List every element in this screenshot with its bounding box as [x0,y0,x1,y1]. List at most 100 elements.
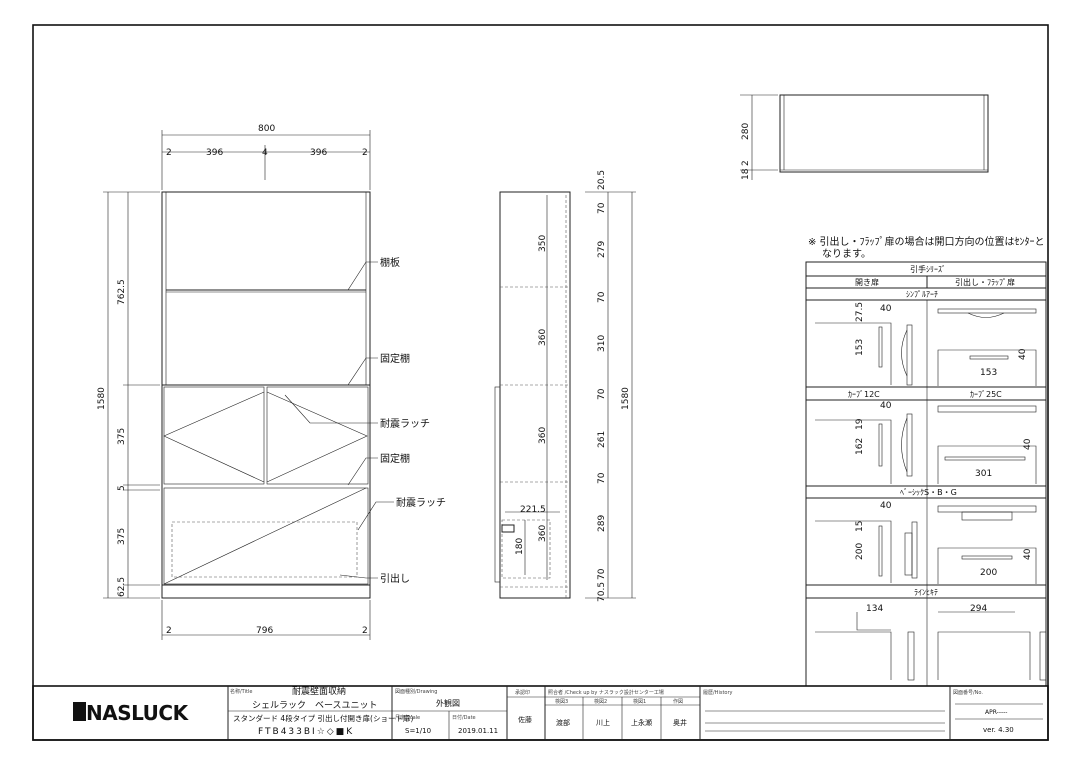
col-drawer-flap: 引出し・ﾌﾗｯﾌﾟ扉 [955,277,1015,287]
side-right-dims: 20.5 70 279 70 310 70 261 70 289 70 70.5 [597,170,607,602]
dim-door: 375 [117,428,127,445]
checker-role: 検図2 [594,698,607,705]
dim-top: 396 [310,148,327,158]
dim-overall-width: 800 [258,124,275,134]
dim: 70 [597,472,607,484]
dim-b: 18 [741,168,751,180]
dim-bottom: 796 [256,626,273,636]
checker-name: 渡部 [556,718,570,727]
check-label: 照合者 /Check up by ナスラック設計センター工場 [548,689,664,696]
dim-drawer: 375 [117,528,127,545]
title-block: NASLUCK 名称/Title 耐震壁面収納 シェルラック ベースユニット ス… [32,685,1049,741]
scale-value: S=1/10 [405,727,431,735]
dim: 153 [855,339,865,356]
dim-top: 396 [206,148,223,158]
label-drawer: 引出し [380,572,410,585]
dim-total-height: 1580 [97,387,107,410]
dim: 162 [855,438,865,455]
dim-base: 62.5 [117,577,127,597]
dim: 40 [880,304,892,314]
title-line3: スタンダード 4段タイプ 引出し付開き扉(ショート扉) [233,713,413,723]
dim-gap: 5 [117,485,127,491]
checker-name: 上永瀬 [631,718,652,727]
dim: 40 [880,401,892,411]
date-label: 日付/Date [452,714,476,721]
dim-side-total: 1580 [621,387,631,410]
col-hinged-door: 開き扉 [855,277,879,287]
dim-top: 2 [362,148,368,158]
dim: 70 [597,388,607,400]
label-shelf-board: 棚板 [380,256,400,269]
section-curve-12c: ｶｰﾌﾞ12C [848,390,880,399]
dim-depth: 280 [741,123,751,140]
checker-name: 奥井 [673,718,687,727]
dim-top: 2 [166,148,172,158]
section-curve-25c: ｶｰﾌﾞ25C [970,390,1002,399]
dim-inner: 360 [538,525,548,542]
sheet-border [32,24,1049,741]
approver: 佐藤 [518,715,532,724]
label-seismic-latch: 耐震ラッチ [380,417,430,430]
history-label: 履歴/History [703,690,733,696]
drawing-type: 外観図 [436,698,460,708]
handle-series-panel: ※ 引出し・ﾌﾗｯﾌﾟ扉の場合は開口方向の位置はｾﾝﾀｰと なります。 引手ｼﾘ… [805,235,1047,687]
checker-role: 作図 [673,698,683,705]
dim-inner: 350 [538,235,548,252]
dim: 310 [597,335,607,352]
dim-bottom: 2 [362,626,368,636]
drawing-label: 図面種別/Drawing [395,688,437,695]
number-label: 図面番号/No. [953,689,983,696]
dim: 20.5 [597,170,607,190]
approval-label: 承認印 [515,689,530,696]
dim-drawer-height: 180 [515,538,525,555]
dim: 40 [1023,438,1033,450]
dim: 15 [855,521,865,532]
dim: 153 [980,368,997,378]
note-line2: なります。 [822,248,871,260]
dim: 27.5 [855,302,865,322]
note-line1: ※ 引出し・ﾌﾗｯﾌﾟ扉の場合は開口方向の位置はｾﾝﾀｰと [808,235,1045,248]
date-value: 2019.01.11 [458,727,498,735]
checker-role: 検図1 [633,698,646,705]
table-header: 引手ｼﾘｰｽﾞ [910,264,946,274]
dim-top: 4 [262,148,268,158]
section-simple-arch: ｼﾝﾌﾟﾙｱｰﾁ [906,290,938,299]
dim: 200 [980,568,997,578]
checker-role: 検図3 [555,698,568,705]
dim: 200 [855,543,865,560]
dim-upper: 762.5 [117,279,127,305]
dim-a: 2 [741,160,751,166]
logo-text: NASLUCK [86,701,190,725]
dim-inner: 360 [538,329,548,346]
version: ver. 4.30 [983,726,1014,734]
checker-name: 川上 [596,718,610,727]
front-view: 800 2 396 4 396 2 2 796 2 1580 762.5 375… [97,124,446,640]
dim: 40 [880,501,892,511]
side-view: 221.5 180 350 360 360 360 20.5 70 279 70… [494,170,636,602]
dim-bottom: 2 [166,626,172,636]
dim: 70.5 [597,582,607,602]
dim: 301 [975,469,992,479]
title-line1: 耐震壁面収納 [292,685,346,697]
drawing-number: APR----- [985,709,1007,716]
model-number: FTB433BI☆◇■K [258,727,354,737]
label-seismic-latch: 耐震ラッチ [396,496,446,509]
title-line2: シェルラック ベースユニット [252,700,378,711]
section-line-hikite: ﾗｲﾝﾋｷﾃ [914,588,938,597]
dim: 261 [597,431,607,448]
dim: 294 [970,604,987,614]
dim: 40 [1018,348,1028,360]
dim: 70 [597,202,607,214]
title-label: 名称/Title [230,688,252,695]
dim: 70 [597,291,607,303]
top-view: 280 2 18 [740,94,989,180]
dim-drawer-depth: 221.5 [520,505,546,515]
label-fixed-shelf: 固定棚 [380,352,410,365]
section-basic: ﾍﾞｰｼｯｸS・B・G [900,488,957,497]
dim: 279 [597,241,607,258]
nasluck-logo: NASLUCK [73,701,190,725]
dim: 70 [597,568,607,580]
label-fixed-shelf: 固定棚 [380,452,410,465]
dim: 40 [1023,548,1033,560]
